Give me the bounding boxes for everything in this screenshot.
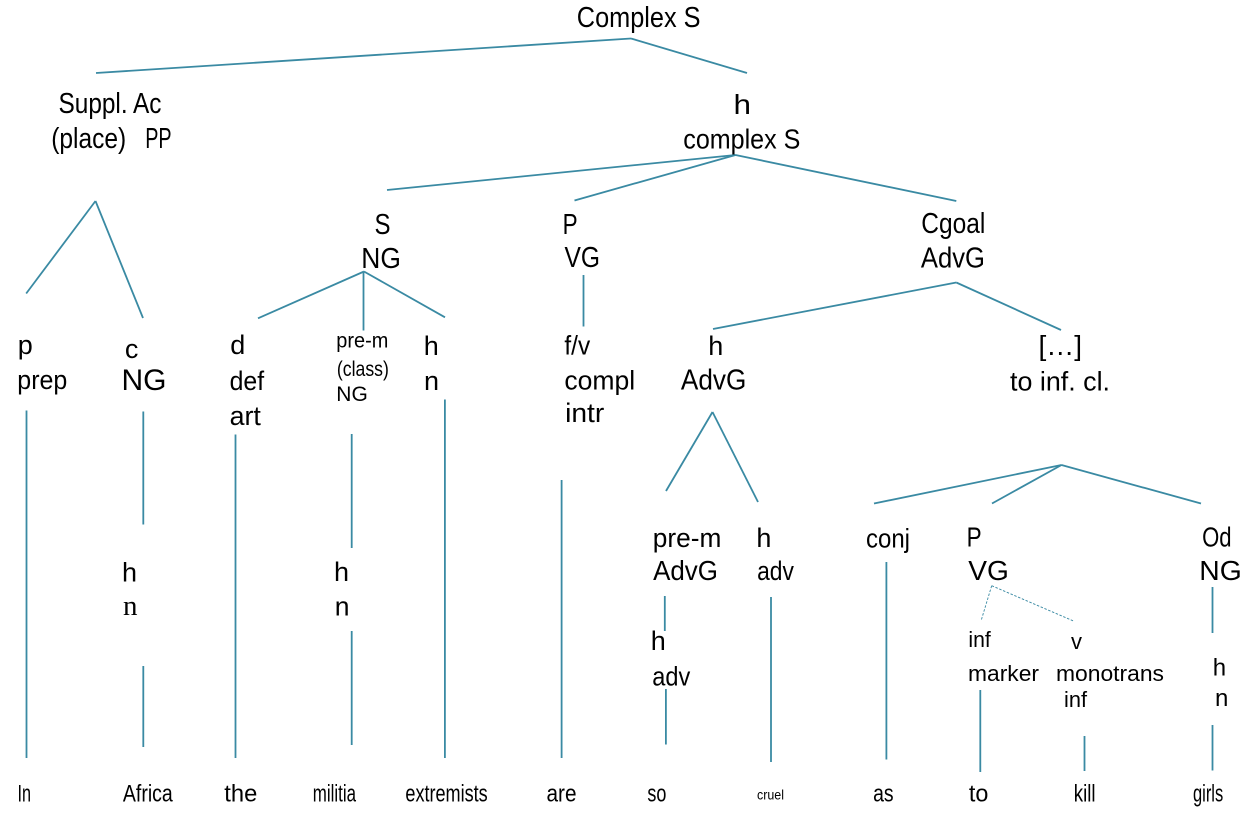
- svg-text:VG: VG: [565, 242, 601, 274]
- svg-text:h: h: [122, 558, 137, 588]
- svg-text:monotrans: monotrans: [1056, 661, 1164, 686]
- svg-text:compl: compl: [564, 366, 635, 396]
- svg-text:def: def: [230, 366, 265, 396]
- svg-text:NG: NG: [361, 243, 401, 275]
- svg-text:AdvG: AdvG: [921, 243, 985, 275]
- svg-text:so: so: [647, 781, 666, 808]
- svg-text:adv: adv: [652, 662, 690, 692]
- svg-text:to inf. cl.: to inf. cl.: [1010, 367, 1110, 397]
- svg-text:P: P: [967, 522, 982, 553]
- svg-text:NG: NG: [336, 383, 368, 406]
- svg-text:are: are: [547, 781, 577, 808]
- svg-text:Suppl. Ac: Suppl. Ac: [59, 88, 162, 120]
- svg-text:as: as: [873, 781, 894, 808]
- svg-text:h: h: [334, 557, 349, 587]
- svg-text:to: to: [969, 781, 989, 808]
- svg-text:h: h: [756, 523, 771, 553]
- svg-text:In: In: [18, 781, 32, 808]
- svg-text:Cgoal: Cgoal: [921, 208, 985, 240]
- svg-text:pre-m: pre-m: [653, 523, 722, 553]
- svg-text:h: h: [651, 626, 666, 656]
- svg-text:the: the: [224, 781, 257, 808]
- svg-text:Od: Od: [1202, 522, 1232, 553]
- svg-text:AdvG: AdvG: [681, 365, 746, 397]
- svg-text:pre-m: pre-m: [336, 330, 388, 353]
- svg-text:(place): (place): [51, 123, 126, 155]
- svg-text:n: n: [123, 590, 138, 622]
- svg-text:n: n: [424, 366, 439, 396]
- svg-text:militia: militia: [313, 781, 356, 808]
- svg-text:NG: NG: [1199, 555, 1242, 586]
- svg-text:intr: intr: [565, 398, 604, 428]
- svg-text:cruel: cruel: [757, 788, 784, 803]
- svg-text:v: v: [1071, 629, 1082, 654]
- svg-text:PP: PP: [145, 123, 171, 155]
- svg-text:h: h: [708, 331, 723, 361]
- svg-text:VG: VG: [968, 555, 1009, 586]
- svg-text:Complex S: Complex S: [577, 2, 701, 34]
- svg-text:marker: marker: [968, 661, 1039, 686]
- svg-text:conj: conj: [866, 524, 910, 554]
- svg-text:inf: inf: [1064, 687, 1088, 712]
- svg-text:NG: NG: [122, 364, 167, 397]
- svg-text:prep: prep: [17, 365, 67, 395]
- svg-text:[…]: […]: [1039, 330, 1083, 361]
- svg-text:AdvG: AdvG: [653, 555, 718, 586]
- svg-text:extremists: extremists: [405, 781, 487, 808]
- svg-text:c: c: [125, 334, 138, 364]
- svg-text:h: h: [734, 89, 752, 120]
- svg-text:h: h: [1213, 655, 1226, 682]
- svg-text:(class): (class): [337, 358, 389, 381]
- svg-text:complex S: complex S: [683, 124, 800, 155]
- svg-text:p: p: [18, 330, 33, 360]
- svg-text:Africa: Africa: [123, 781, 173, 808]
- svg-text:n: n: [1215, 685, 1228, 712]
- svg-text:P: P: [563, 209, 578, 241]
- svg-text:adv: adv: [757, 556, 794, 586]
- svg-text:inf: inf: [968, 627, 991, 652]
- svg-text:f/v: f/v: [564, 331, 590, 361]
- svg-text:h: h: [424, 331, 439, 361]
- svg-text:kill: kill: [1074, 781, 1096, 808]
- svg-text:d: d: [230, 330, 245, 360]
- svg-text:S: S: [375, 209, 391, 241]
- svg-text:n: n: [335, 592, 350, 622]
- svg-text:girls: girls: [1193, 781, 1223, 808]
- svg-text:art: art: [230, 401, 262, 431]
